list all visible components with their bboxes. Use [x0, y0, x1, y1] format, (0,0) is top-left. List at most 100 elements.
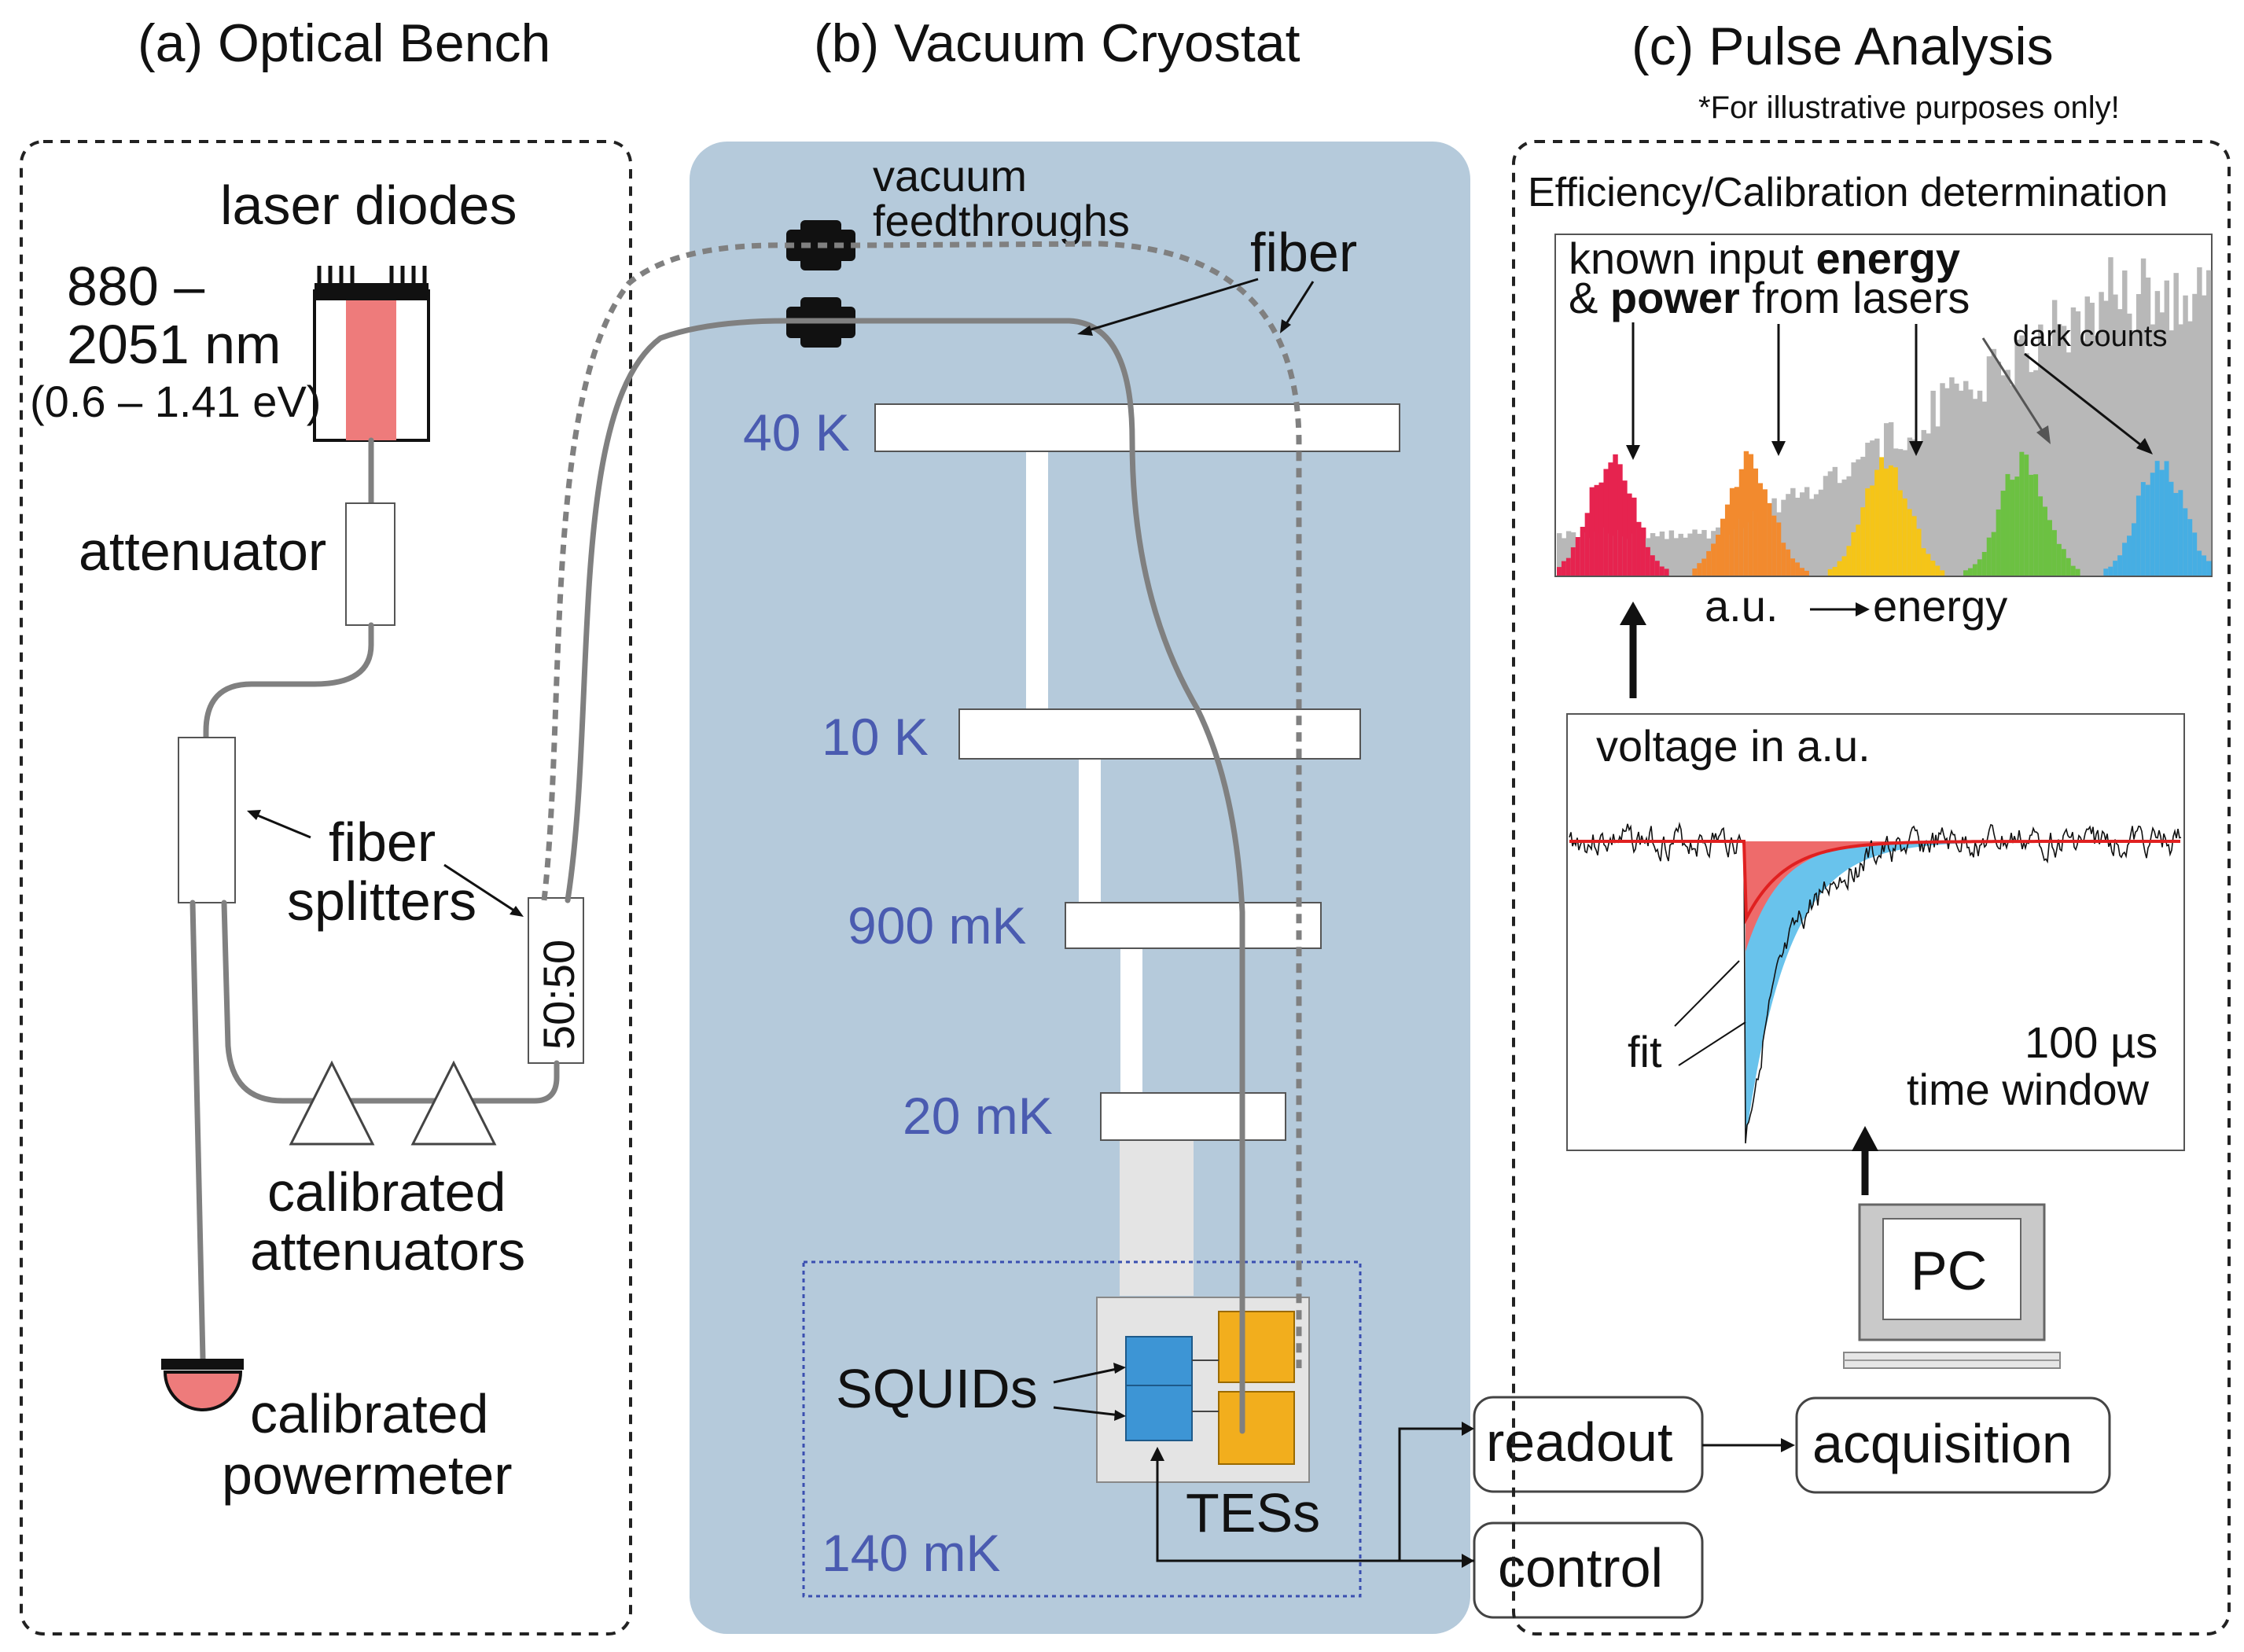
histogram-bar	[1650, 533, 1656, 576]
histogram-bar	[2038, 324, 2044, 576]
peak-bar	[2164, 461, 2170, 576]
histogram-bar	[1841, 479, 1847, 576]
histogram-bar	[1907, 437, 1913, 576]
energy-range-label: (0.6 – 1.41 eV)	[30, 377, 321, 426]
peak-bar	[2169, 481, 2174, 576]
peak-bar	[1762, 489, 1768, 576]
histogram-bar	[1930, 390, 1936, 576]
optical-bench-frame	[20, 140, 632, 1635]
histogram-bar	[1949, 377, 1955, 576]
peak-bar	[2000, 491, 2007, 576]
peak-bar	[1986, 537, 1992, 576]
peak-bar	[2075, 568, 2081, 576]
peak-bar	[2131, 523, 2137, 576]
histogram-bar	[2080, 340, 2086, 576]
peak-bar	[2043, 506, 2048, 576]
stage-label-10k: 10 K	[822, 708, 929, 766]
peak-bar	[1645, 546, 1651, 576]
histogram-bar	[1977, 390, 1983, 576]
histogram-bar	[1795, 498, 1801, 576]
histogram-bar	[1813, 494, 1819, 576]
time-window-label-2: time window	[1907, 1065, 2150, 1114]
peak-bar	[2206, 561, 2212, 576]
time-window-label-1: 100 µs	[2025, 1017, 2158, 1067]
pc-icon	[1843, 1203, 2061, 1369]
stage-plate-10k	[958, 708, 1361, 760]
peak-bar	[1860, 507, 1866, 576]
stage-label-20mk: 20 mK	[903, 1087, 1053, 1145]
peak-bar	[2117, 555, 2123, 576]
peak-bar	[1916, 528, 1922, 576]
peak-bar	[2056, 543, 2062, 576]
histogram-bar	[2051, 300, 2058, 576]
histogram-bar	[2029, 372, 2034, 576]
peak-bar	[2033, 474, 2039, 576]
control-label: control	[1498, 1537, 1663, 1599]
powermeter-label-1: calibrated	[250, 1383, 489, 1444]
peak-bar	[2051, 530, 2058, 576]
peak-bar	[1692, 568, 1698, 576]
calibrated-attenuators-label-2: attenuators	[250, 1220, 525, 1282]
peak-bar	[1902, 498, 1908, 576]
feedthroughs-label-1: vacuum	[873, 151, 1027, 201]
histogram-bar	[2150, 324, 2156, 576]
histogram-bar	[1668, 530, 1675, 576]
noisy-trace	[1569, 822, 2182, 1144]
acquisition-box[interactable]	[1795, 1396, 2111, 1494]
peak-bar	[1972, 564, 1978, 576]
histogram-bar	[2173, 273, 2179, 576]
histogram-bar	[2047, 345, 2053, 576]
peak-bar	[1790, 558, 1796, 576]
peak-bar	[1879, 457, 1885, 576]
peak-bar	[2070, 565, 2077, 576]
stage-label-900mk: 900 mK	[848, 896, 1026, 955]
peak-bar	[2010, 480, 2015, 576]
histogram-bar	[1823, 476, 1829, 576]
dark-counts-label: dark counts	[2013, 320, 2167, 353]
peak-bar	[2061, 549, 2067, 576]
peak-bar	[1907, 509, 1913, 576]
peak-bar	[1627, 493, 1632, 576]
fiber-splitters-label-2: splitters	[287, 870, 476, 932]
efficiency-title: Efficiency/Calibration determination	[1528, 170, 2168, 215]
histogram-bar	[1926, 433, 1931, 576]
histogram-bar	[2099, 292, 2104, 576]
peak-bar	[1884, 468, 1889, 576]
histogram-bar	[1808, 499, 1815, 576]
peak-bar	[2038, 496, 2044, 576]
peak-bar	[1748, 454, 1754, 576]
histogram-bar	[2122, 270, 2128, 576]
peak-bar	[1963, 570, 1969, 576]
axis-au-label: a.u.	[1705, 581, 1778, 631]
stage-140mk-box	[802, 1260, 1362, 1598]
peak-bar	[1781, 543, 1786, 576]
peak-bar	[1795, 562, 1801, 576]
peak-bar	[1580, 527, 1586, 576]
peak-bar	[1851, 532, 1856, 576]
control-box[interactable]	[1473, 1521, 1704, 1619]
peak-bar	[1776, 522, 1782, 576]
illustrative-note: *For illustrative purposes only!	[1698, 90, 2120, 125]
peak-bar	[2066, 557, 2072, 576]
histogram-bar	[1963, 381, 1969, 576]
stage-plate-900mk	[1065, 902, 1322, 949]
peak-bar	[1622, 480, 1628, 576]
powermeter-label-2: powermeter	[222, 1444, 513, 1506]
histogram-bar	[1846, 476, 1852, 576]
peak-bar	[1598, 482, 1604, 576]
histogram-bar	[1678, 533, 1683, 576]
tess-label: TESs	[1186, 1482, 1320, 1543]
peak-bar	[1935, 565, 1941, 576]
panel-title-pulse-analysis: (c) Pulse Analysis	[1631, 17, 2054, 76]
peak-bar	[1800, 568, 1805, 576]
laser-diodes-label: laser diodes	[220, 175, 517, 236]
peak-bar	[2178, 490, 2183, 576]
histogram-bar	[1991, 348, 1997, 576]
peak-bar	[2122, 543, 2128, 576]
peak-bar	[1977, 559, 1983, 576]
peak-bar	[1897, 490, 1904, 576]
peak-bar	[1911, 516, 1918, 576]
peak-bar	[1874, 469, 1880, 576]
peak-bar	[1603, 469, 1609, 576]
